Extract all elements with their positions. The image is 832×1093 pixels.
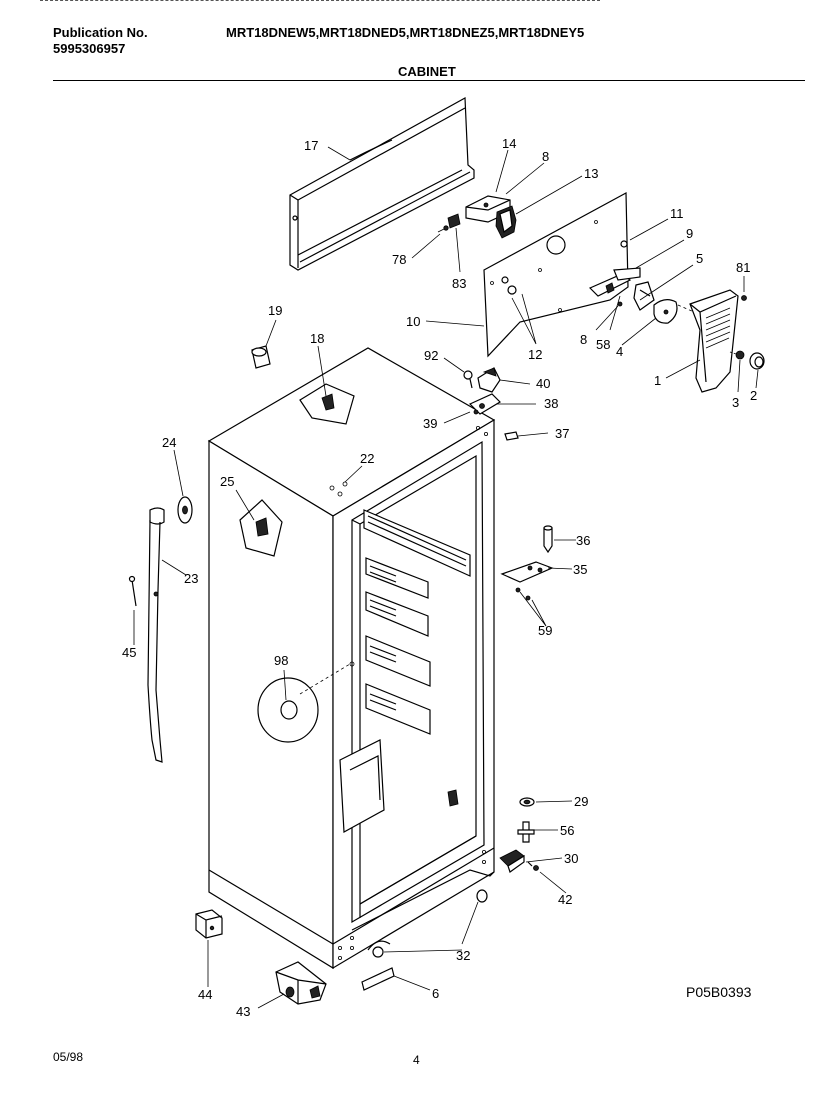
part-17-top-trim <box>289 97 475 271</box>
callout-45: 45 <box>122 645 136 660</box>
callout-18: 18 <box>310 331 324 346</box>
part-45-screw <box>128 575 137 607</box>
callout-39: 39 <box>423 416 437 431</box>
callout-78: 78 <box>392 252 406 267</box>
callout-44: 44 <box>198 987 212 1002</box>
part-19-plug <box>251 345 271 369</box>
part-92-hinge-screw <box>463 370 473 389</box>
callout-2: 2 <box>750 388 757 403</box>
callout-38: 38 <box>544 396 558 411</box>
part-5-sensing-bulb <box>633 281 655 311</box>
part-56-hinge-pin <box>517 821 535 843</box>
model-numbers: MRT18DNEW5,MRT18DNED5,MRT18DNEZ5,MRT18DN… <box>226 25 585 40</box>
callout-5: 5 <box>696 251 703 266</box>
callout-40: 40 <box>536 376 550 391</box>
callout-12: 12 <box>528 347 542 362</box>
part-32-plugs <box>372 889 488 958</box>
callout-59: 59 <box>538 623 552 638</box>
part-44-leg <box>195 909 223 939</box>
part-24-washer <box>177 496 193 524</box>
part-13-switch <box>495 205 517 239</box>
part-29-washer <box>519 797 535 807</box>
cabinet-body <box>207 347 496 970</box>
part-98-label-disc <box>257 661 355 743</box>
callout-32: 32 <box>456 948 470 963</box>
callout-13: 13 <box>584 166 598 181</box>
callout-labels: 17 14 8 13 11 9 5 81 78 83 10 12 8 58 4 … <box>122 136 757 1019</box>
callout-42: 42 <box>558 892 572 907</box>
callout-92: 92 <box>424 348 438 363</box>
footer-date: 05/98 <box>53 1050 84 1064</box>
section-title: CABINET <box>398 64 456 79</box>
callout-3: 3 <box>732 395 739 410</box>
callout-11: 11 <box>670 206 684 221</box>
callout-25: 25 <box>220 474 234 489</box>
part-83-78-screws <box>437 213 461 233</box>
part-38-39-top-hinge <box>468 393 501 415</box>
callout-1: 1 <box>654 373 661 388</box>
callout-36: 36 <box>576 533 590 548</box>
callout-17: 17 <box>304 138 318 153</box>
part-30-bottom-hinge <box>499 849 525 873</box>
part-10-control-panel <box>483 192 629 358</box>
page-number: 4 <box>413 1053 420 1067</box>
part-4-knob-plate <box>653 299 695 324</box>
part-3-2-knob <box>729 350 765 370</box>
publication-label: Publication No. <box>53 25 148 40</box>
part-43-roller <box>275 961 327 1005</box>
callout-9: 9 <box>686 226 693 241</box>
part-37-pin <box>504 431 519 441</box>
header-rule <box>53 80 805 81</box>
part-35-center-hinge <box>500 561 554 583</box>
page-top-edge <box>40 0 600 4</box>
callout-37: 37 <box>555 426 569 441</box>
callout-14: 14 <box>502 136 516 151</box>
callout-83: 83 <box>452 276 466 291</box>
callout-22: 22 <box>360 451 374 466</box>
callout-43: 43 <box>236 1004 250 1019</box>
publication-number: 5995306957 <box>53 41 126 56</box>
leader-lines <box>133 146 759 1009</box>
part-36-hinge-pin <box>543 525 553 554</box>
part-81-screw <box>741 295 747 301</box>
callout-98: 98 <box>274 653 288 668</box>
part-1-control-housing <box>689 289 739 393</box>
callout-23: 23 <box>184 571 198 586</box>
part-58-screw <box>617 301 623 307</box>
callout-10: 10 <box>406 314 420 329</box>
callout-81: 81 <box>736 260 750 275</box>
callout-6: 6 <box>432 986 439 1001</box>
callout-30: 30 <box>564 851 578 866</box>
part-40-hinge-cover <box>477 367 501 393</box>
callout-56: 56 <box>560 823 574 838</box>
callout-29: 29 <box>574 794 588 809</box>
part-59-screws <box>515 587 531 601</box>
callout-24: 24 <box>162 435 176 450</box>
callout-8b: 8 <box>580 332 587 347</box>
part-9-thermostat <box>588 267 641 297</box>
callout-8: 8 <box>542 149 549 164</box>
part-23-drain-tube <box>147 507 165 763</box>
callout-4: 4 <box>616 344 623 359</box>
diagram-code: P05B0393 <box>686 984 752 1000</box>
part-6-strip <box>361 967 395 991</box>
part-42-screw <box>527 861 539 871</box>
callout-35: 35 <box>573 562 587 577</box>
callout-19: 19 <box>268 303 282 318</box>
callout-58: 58 <box>596 337 610 352</box>
part-18-top-label <box>299 383 355 425</box>
